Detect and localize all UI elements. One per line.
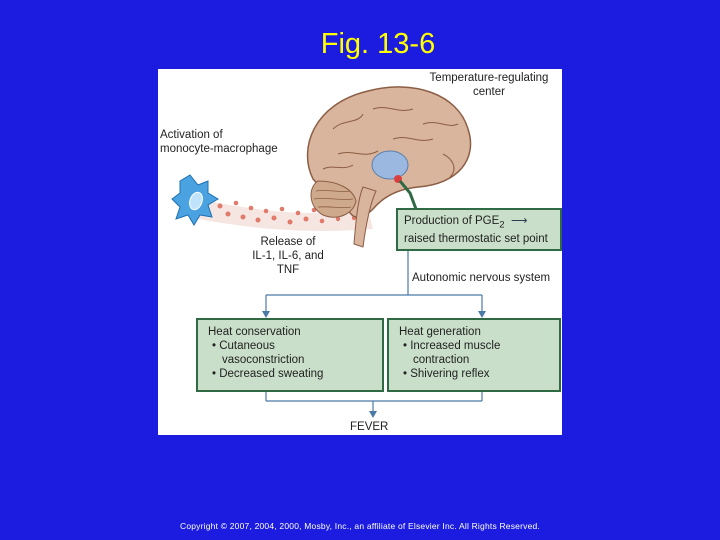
pge-production-box: Production of PGE2 ⟶ raised thermostatic… <box>396 208 562 251</box>
release-label-line3: TNF <box>276 264 300 276</box>
thalamus-icon <box>371 150 409 180</box>
pge-line1: Production of PGE <box>404 215 500 227</box>
heat-conservation-item1-line2: vasoconstriction <box>222 354 305 366</box>
diagram-graphics <box>171 86 486 418</box>
heat-conservation-heading: Heat conservation <box>208 326 301 338</box>
fever-label: FEVER <box>350 421 389 433</box>
activation-label-line1: Activation of <box>160 129 223 141</box>
arrowheads <box>262 311 486 418</box>
brain-folds <box>322 107 459 178</box>
slide-title: Fig. 13-6 <box>320 28 436 60</box>
activation-label: Activation of monocyte-macrophage <box>160 128 310 156</box>
copyright-notice: Copyright © 2007, 2004, 2000, Mosby, Inc… <box>179 521 540 531</box>
activation-label-line2: monocyte-macrophage <box>160 143 278 155</box>
pge-subscript: 2 <box>499 219 505 231</box>
release-label-line2: IL-1, IL-6, and <box>252 250 324 262</box>
heat-conservation-text: Heat conservation • Cutaneous vasoconstr… <box>208 325 380 381</box>
pge-line2: raised thermostatic set point <box>404 233 548 246</box>
pge-arrow-icon: ⟶ <box>507 215 528 227</box>
heat-conservation-item1-line1: • Cutaneous <box>212 340 275 352</box>
brainstem-icon <box>353 186 377 248</box>
heat-generation-item1-line1: • Increased muscle <box>403 340 501 352</box>
heat-generation-item1-line2: contraction <box>413 354 470 366</box>
heat-generation-box: Heat generation • Increased muscle contr… <box>387 318 561 392</box>
pge-box-text: Production of PGE2 ⟶ raised thermostatic… <box>404 214 558 246</box>
heat-conservation-box: Heat conservation • Cutaneous vasoconstr… <box>196 318 384 392</box>
heat-generation-item2: • Shivering reflex <box>403 368 490 380</box>
heat-generation-text: Heat generation • Increased muscle contr… <box>399 325 559 381</box>
fever-pathway-figure: Temperature-regulating center Activation… <box>158 69 562 435</box>
heat-conservation-item2: • Decreased sweating <box>212 368 324 380</box>
autonomic-nervous-system-label: Autonomic nervous system <box>412 272 551 284</box>
release-label-line1: Release of <box>260 236 316 248</box>
release-label: Release of IL-1, IL-6, and TNF <box>248 235 328 277</box>
temperature-center-label: Temperature-regulating center <box>429 72 549 98</box>
cytokine-stream <box>198 199 373 231</box>
heat-generation-heading: Heat generation <box>399 326 481 338</box>
